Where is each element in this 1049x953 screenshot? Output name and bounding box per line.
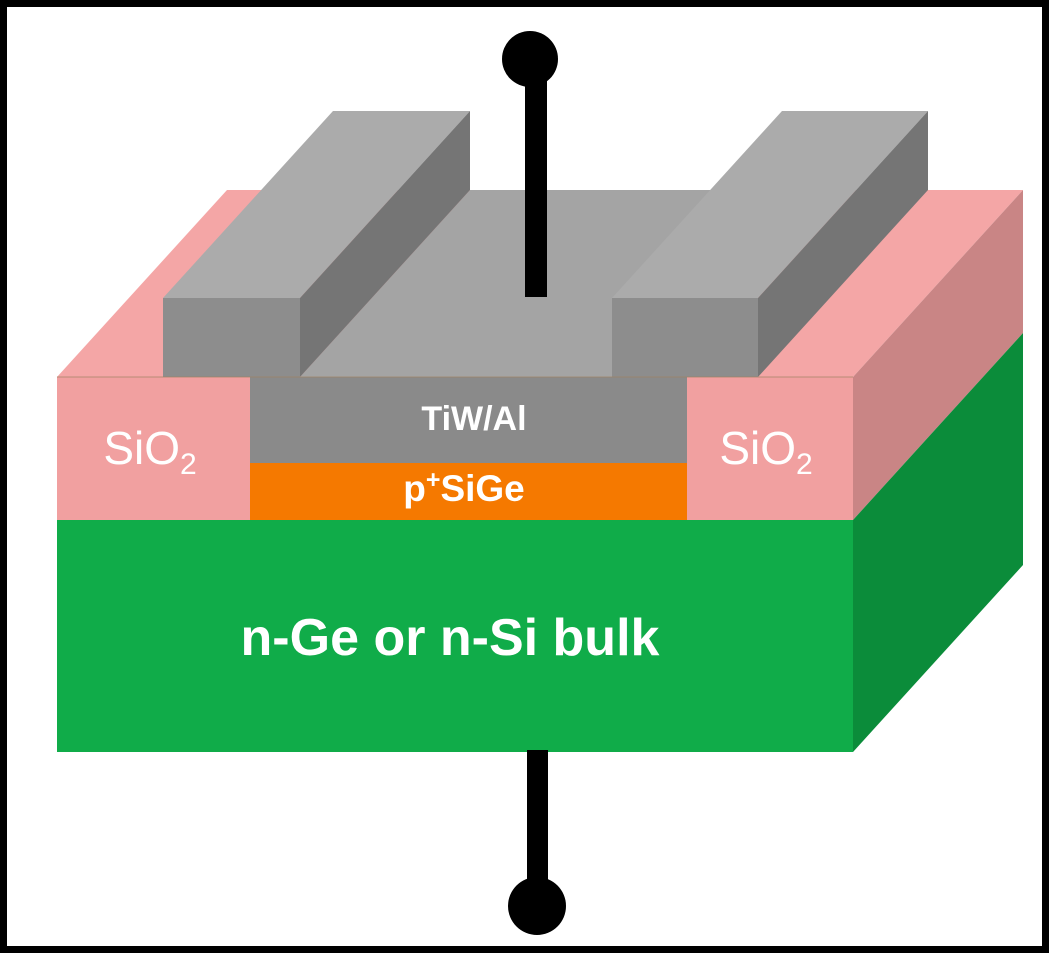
bottom-contact-ball — [508, 877, 566, 935]
top-contact-stem — [525, 75, 547, 297]
right-contact-rail-top-face — [612, 111, 928, 298]
oxide-right-front-face — [687, 377, 853, 520]
pplus-sige-front-face — [250, 463, 687, 520]
bulk-label: n-Ge or n-Si bulk — [241, 609, 660, 667]
top-contact-ball — [502, 31, 558, 87]
oxide-left-front-face — [57, 377, 250, 520]
left-contact-rail-front-face — [163, 298, 300, 377]
left-contact-rail-top-face — [163, 111, 470, 298]
metal-front-face — [250, 377, 687, 463]
p-sige-label: p+SiGe — [403, 466, 525, 509]
tiw-al-label: TiW/Al — [421, 400, 526, 438]
left-contact-rail-side-face — [300, 111, 470, 377]
bulk-side-face — [853, 333, 1023, 752]
sio2-left-label: SiO2 — [103, 422, 196, 481]
sio2-right-label: SiO2 — [719, 422, 812, 481]
oxide-side-face — [853, 190, 1023, 520]
bulk-front-face — [57, 520, 853, 752]
bottom-contact-stem — [527, 750, 548, 882]
right-contact-rail-side-face — [758, 111, 928, 377]
right-contact-rail-front-face — [612, 298, 758, 377]
